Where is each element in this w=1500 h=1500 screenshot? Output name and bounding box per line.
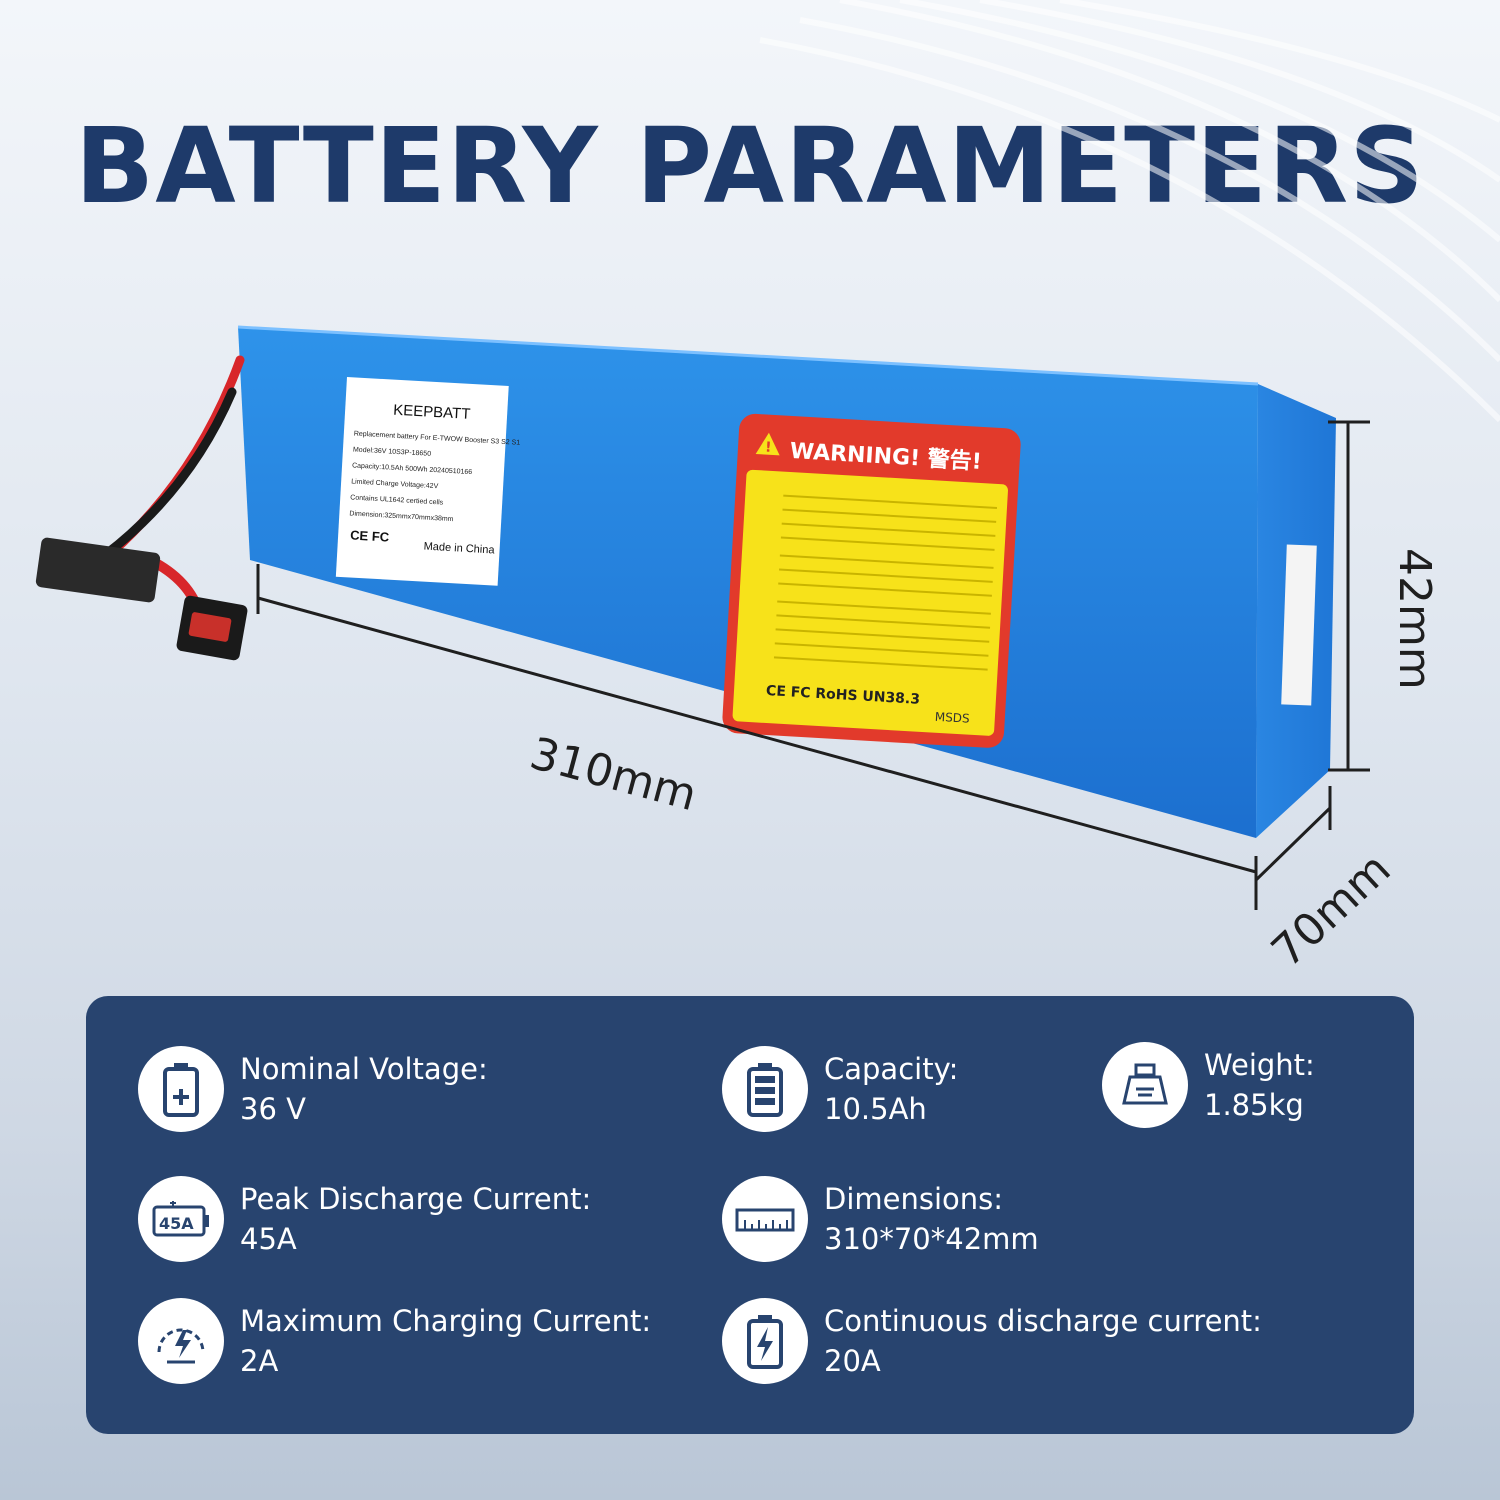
spec-peak-discharge-current: 45A Peak Discharge Current: 45A	[138, 1176, 591, 1262]
spec-weight: Weight: 1.85kg	[1102, 1042, 1315, 1128]
spec-dimensions: Dimensions: 310*70*42mm	[722, 1176, 1039, 1262]
spec-value: 10.5Ah	[824, 1092, 927, 1126]
spec-nominal-voltage: Nominal Voltage: 36 V	[138, 1046, 488, 1132]
spec-value: 45A	[240, 1222, 297, 1256]
spec-continuous-discharge-current: Continuous discharge current: 20A	[722, 1298, 1262, 1384]
label-made-in: Made in China	[423, 541, 495, 557]
background-arcs	[759, 0, 1500, 423]
scale-weight-icon	[1102, 1042, 1188, 1128]
dimension-lines	[256, 420, 1370, 910]
battery-plus-icon	[138, 1046, 224, 1132]
battery-bolt-icon	[722, 1298, 808, 1384]
ruler-icon	[722, 1176, 808, 1262]
page-title: BATTERY PARAMETERS	[74, 105, 1426, 227]
spec-label: Weight:	[1204, 1048, 1315, 1082]
spec-value: 1.85kg	[1204, 1088, 1304, 1122]
label-line-4: Limited Charge Voltage:42V	[351, 478, 439, 490]
spec-label: Peak Discharge Current:	[240, 1182, 592, 1216]
label-brand: KEEPBATT	[393, 402, 471, 423]
battery-scene: KEEPBATT Replacement battery For E-TWOW …	[35, 0, 1500, 910]
label-line-2: Model:36V 10S3P-18650	[353, 446, 432, 457]
spec-value: 20A	[824, 1344, 881, 1378]
spec-value: 2A	[240, 1344, 279, 1378]
height-dimension-label: 42mm	[1389, 548, 1440, 690]
spec-capacity: Capacity: 10.5Ah	[722, 1046, 958, 1132]
charging-gauge-icon	[138, 1298, 224, 1384]
battery-full-icon	[722, 1046, 808, 1132]
spec-label: Dimensions:	[824, 1182, 1004, 1216]
spec-value: 36 V	[240, 1092, 306, 1126]
label-marks: CE FC	[350, 527, 390, 544]
spec-label: Maximum Charging Current:	[240, 1304, 652, 1338]
battery-end-sticker	[1281, 544, 1317, 706]
specs-panel: Nominal Voltage: 36 V Capacity: 10.5Ah W…	[86, 996, 1414, 1434]
connector-plug	[35, 537, 248, 661]
warning-msds: MSDS	[934, 710, 970, 726]
warning-label: ! WARNING! 警告! CE FC RoHS UN38.3 MSDS	[722, 413, 1021, 748]
spec-label: Nominal Voltage:	[240, 1052, 488, 1086]
icon-45a-text: 45A	[159, 1214, 194, 1233]
spec-maximum-charging-current: Maximum Charging Current: 2A	[138, 1298, 651, 1384]
spec-value: 310*70*42mm	[824, 1222, 1039, 1256]
battery-label: KEEPBATT Replacement battery For E-TWOW …	[335, 377, 520, 586]
svg-text:!: !	[765, 440, 772, 456]
peak-current-45a-icon: 45A	[138, 1176, 224, 1262]
spec-label: Continuous discharge current:	[824, 1304, 1262, 1338]
spec-label: Capacity:	[824, 1052, 959, 1086]
